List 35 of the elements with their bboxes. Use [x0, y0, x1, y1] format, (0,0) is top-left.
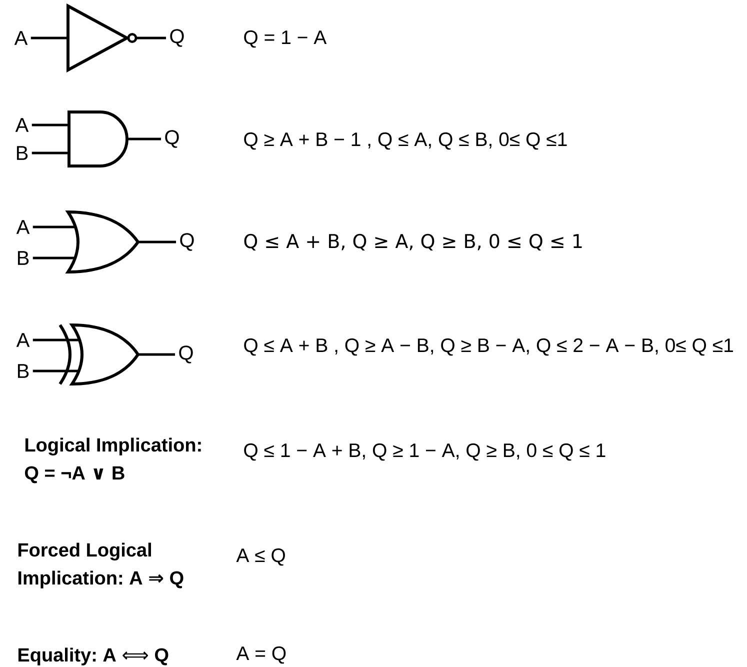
signal-label: B	[18, 364, 29, 378]
formula: Q ≥ A + B − 1 , Q ≤ A, Q ≤ B, 0≤ Q ≤1	[244, 132, 567, 150]
wire	[127, 138, 162, 140]
signal-label: B	[18, 251, 29, 265]
wire	[32, 226, 76, 228]
xor-gate	[58, 324, 140, 386]
row-heading: Logical Implication: Q = ¬A ∨ B	[24, 438, 201, 484]
wire	[32, 124, 69, 126]
signal-label: A	[16, 333, 30, 347]
wire	[32, 370, 80, 372]
wire	[32, 338, 80, 342]
formula: Q ≤ A + B , Q ≥ A − B, Q ≥ B − A, Q ≤ 2 − A − B, 0≤ Q ≤1	[244, 338, 733, 356]
row-heading: Forced Logical Implication: A ⇒ Q	[18, 542, 184, 588]
signal-label: A	[16, 220, 30, 234]
signal-label: Q	[180, 233, 194, 251]
formula: Q = 1 − A	[244, 30, 327, 48]
formula: Q ≤ A + B, Q ≥ A, Q ≥ B, 0 ≤ Q ≤ 1	[244, 234, 582, 250]
wire	[32, 152, 69, 154]
signal-label: Q	[179, 346, 193, 364]
or-gate	[66, 210, 140, 274]
formula: A = Q	[236, 646, 286, 664]
wire	[138, 240, 176, 244]
formula: A ≤ Q	[236, 548, 285, 566]
wire	[32, 256, 76, 260]
wire	[138, 353, 176, 356]
wire	[30, 36, 68, 40]
row-heading: Equality: A ⟺ Q	[18, 648, 168, 666]
wire	[127, 33, 166, 43]
signal-label: A	[15, 118, 29, 132]
signal-label: B	[16, 146, 28, 160]
formula: Q ≤ 1 − A + B, Q ≥ 1 − A, Q ≥ B, 0 ≤ Q ≤ 1	[244, 443, 606, 461]
signal-label: A	[14, 31, 28, 45]
signal-label: Q	[170, 29, 184, 47]
signal-label: Q	[165, 130, 179, 148]
and-gate	[68, 110, 128, 168]
